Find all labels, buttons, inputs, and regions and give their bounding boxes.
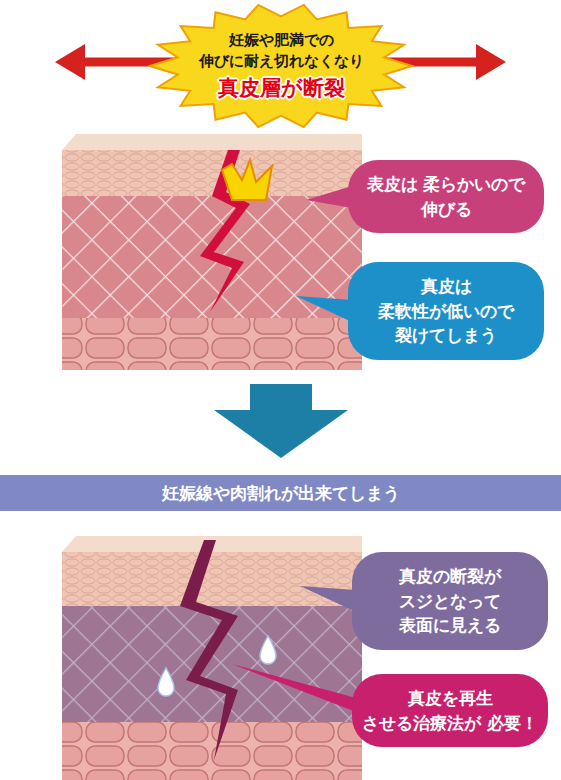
stretch-mark [180, 540, 238, 760]
callout-tail [300, 586, 356, 612]
down-arrow [214, 384, 348, 458]
burst-headline: 妊娠や肥満での 伸びに耐え切れなくなり真皮層が断裂 [148, 2, 414, 130]
band-text: 妊娠線や肉割れが出来てしまう [162, 482, 400, 505]
callout-text: 真皮は 柔軟性が低いので 裂けてしまう [358, 274, 534, 348]
result-band: 妊娠線や肉割れが出来てしまう [0, 475, 561, 511]
callout-text: 真皮の断裂が スジとなって 表面に見える [362, 564, 538, 638]
crack-burst [222, 160, 272, 200]
callout-bubble: 真皮を再生 させる治療法が 必要！ [352, 674, 548, 747]
callout-bubble: 真皮は 柔軟性が低いので 裂けてしまう [348, 262, 544, 360]
callout-text: 表皮は 柔らかいので 伸びる [358, 172, 534, 221]
callout-tail [232, 664, 356, 712]
callout-tail [296, 296, 352, 322]
headline-emphasis: 真皮層が断裂 [218, 74, 345, 102]
callout-tail [306, 186, 352, 208]
headline-text: 妊娠や肥満での 伸びに耐え切れなくなり [193, 30, 369, 71]
callout-text: 真皮を再生 させる治療法が 必要！ [362, 686, 538, 735]
callout-bubble: 表皮は 柔らかいので 伸びる [348, 160, 544, 233]
skin-cross-section [62, 134, 362, 370]
skin-cross-section [62, 536, 362, 780]
callout-bubble: 真皮の断裂が スジとなって 表面に見える [352, 552, 548, 650]
